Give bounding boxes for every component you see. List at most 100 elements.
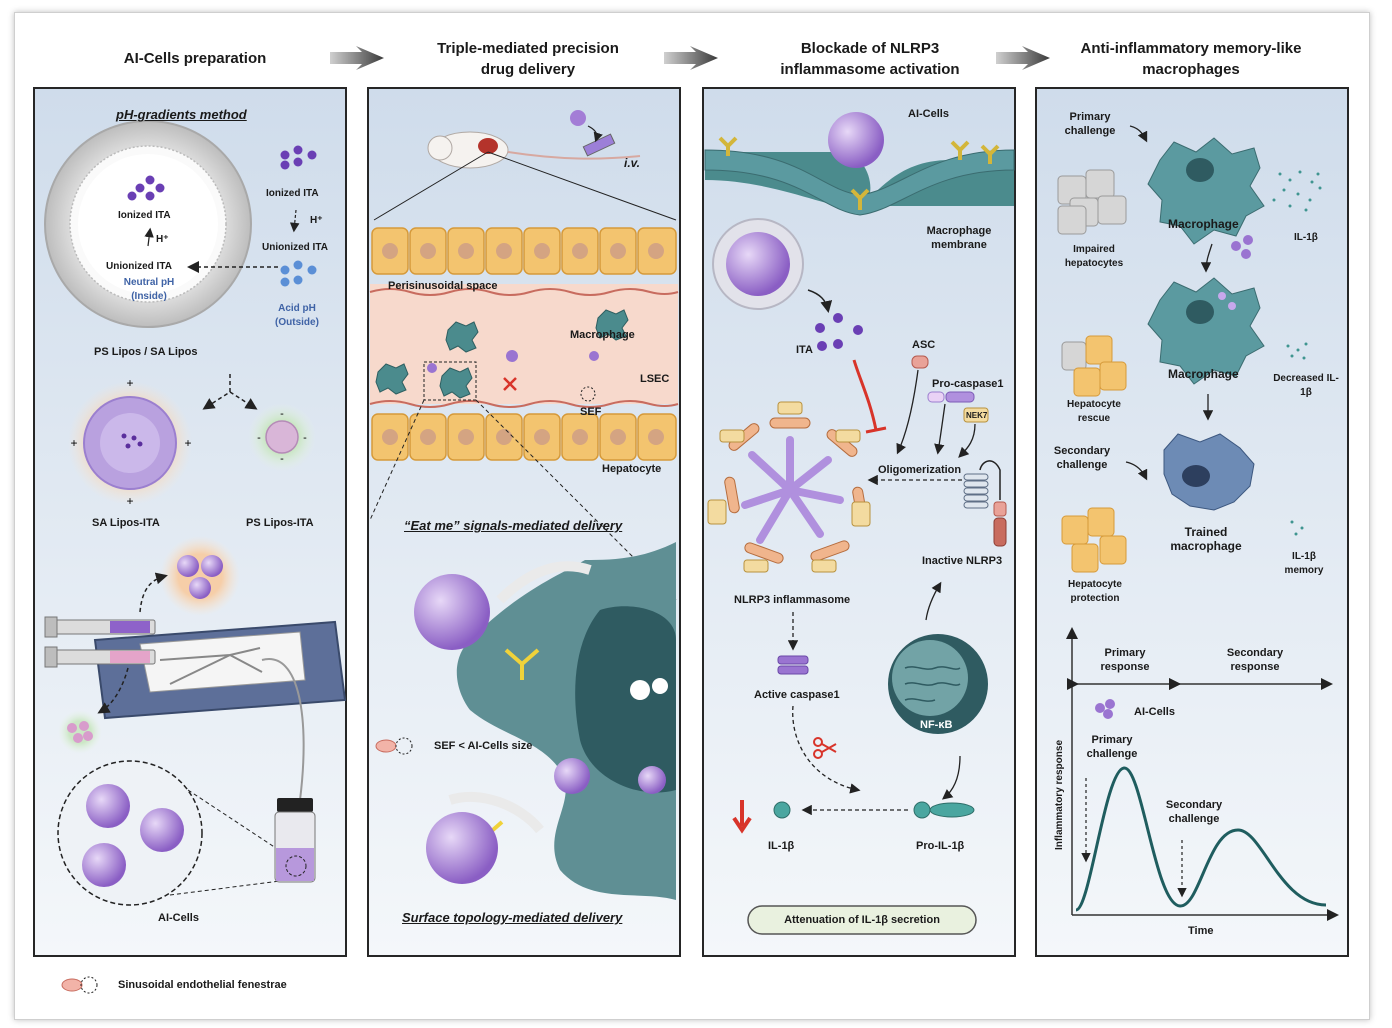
header-2-line1: Triple-mediated precision: [437, 40, 619, 57]
impaired-line1: Impaired: [1073, 244, 1115, 255]
neutral-ph-line1: Neutral pH: [123, 277, 175, 288]
secondary-challenge-line2: challenge: [1056, 459, 1108, 471]
graph-secondary-line1: Secondary: [1165, 799, 1223, 811]
graph-primary-line2: challenge: [1086, 748, 1138, 760]
macrophage-1: [1147, 137, 1265, 245]
primary-response-label: Primary response: [1092, 646, 1158, 674]
header-3: Blockade of NLRP3 inflammasome activatio…: [742, 38, 998, 80]
microfluidic-chip: [93, 620, 347, 856]
nfkb-label: NF-κB: [920, 719, 953, 731]
svg-text:-: -: [257, 432, 261, 444]
arrow-nucleus-up: [925, 581, 942, 621]
pro-caspase-graphic: [927, 391, 975, 403]
ai-cells-legend-p4: [1095, 699, 1115, 719]
impaired-hepatocytes-label: Impaired hepatocytes: [1052, 243, 1136, 271]
ionized-ita-inside: Ionized ITA: [118, 210, 171, 221]
syringe-top: [44, 616, 156, 638]
hep-protection-line1: Hepatocyte: [1068, 579, 1122, 590]
graph-secondary-challenge-label: Secondary challenge: [1158, 798, 1230, 826]
decreased-il1b-label: Decreased IL- 1β: [1268, 372, 1344, 400]
hepatocyte-row-bottom: [371, 413, 677, 461]
arrow-mac1-mac2: [1200, 243, 1213, 273]
oligomerization-label: Oligomerization: [878, 464, 962, 476]
surface-topology-title: Surface topology-mediated delivery: [402, 910, 623, 925]
primary-response-line1: Primary: [1104, 647, 1146, 659]
il1b-memory-line2: memory: [1284, 565, 1324, 576]
secondary-challenge-label: Secondary challenge: [1048, 444, 1116, 472]
decreased-line2: 1β: [1300, 387, 1312, 398]
pro-il1b-label: Pro-IL-1β: [916, 840, 965, 852]
perisinusoidal-label: Perisinusoidal space: [388, 280, 498, 292]
svg-text:+: +: [126, 494, 133, 508]
nlrp3-inflammasome-label: NLRP3 inflammasome: [734, 594, 851, 606]
ai-cells-cluster-p4: [1231, 235, 1253, 259]
ionized-ita-outside: Ionized ITA: [266, 188, 319, 199]
curve-arrow-up: [139, 572, 168, 613]
il1b-dots-3: [1290, 520, 1304, 536]
ai-cells-label-p1: AI-Cells: [158, 912, 199, 924]
receptors-membrane: [718, 136, 1000, 210]
split-arrows: [202, 374, 258, 410]
arrows-to-oligomerization: [896, 369, 976, 458]
macrophage-membrane-line1: Macrophage: [926, 225, 992, 237]
dashed-curve-caspase: [792, 705, 861, 794]
ps-lipos-ita-label: PS Lipos-ITA: [246, 517, 314, 529]
nfkb-nucleus: [888, 634, 988, 734]
trained-line1: Trained: [1184, 525, 1228, 539]
decreased-line1: Decreased IL-: [1273, 373, 1339, 384]
header-3-line2: inflammasome activation: [780, 61, 960, 78]
nek7-label: NEK7: [966, 411, 988, 420]
y-axis-label: Inflammatory response: [1054, 739, 1065, 851]
ita-molecules-p3: [815, 313, 863, 351]
syringe-bottom: [44, 646, 156, 668]
hepatocyte-rescue-label: Hepatocyte rescue: [1058, 398, 1130, 426]
lipos-label: PS Lipos / SA Lipos: [94, 346, 198, 358]
il1b-label-p4: IL-1β: [1294, 232, 1318, 243]
ai-cells-magnified-circle: [57, 760, 289, 906]
ai-cells-label-p4: AI-Cells: [1134, 706, 1175, 718]
hepatocyte-protection-label: Hepatocyte protection: [1058, 578, 1132, 606]
graph-primary-challenge-label: Primary challenge: [1080, 733, 1144, 761]
graph-primary-line1: Primary: [1091, 734, 1133, 746]
macrophage-2-label: Macrophage: [1168, 367, 1239, 381]
secondary-response-line1: Secondary: [1226, 647, 1284, 659]
sa-lipos-ita-graphic: + + + +: [68, 376, 192, 508]
svg-text:+: +: [126, 376, 133, 390]
lsec-label: LSEC: [640, 373, 670, 385]
secondary-response-line2: response: [1230, 661, 1280, 673]
impaired-hepatocytes: [1057, 169, 1127, 235]
large-macrophage: [448, 542, 676, 900]
ai-cell-vesicle: [712, 218, 804, 310]
h-plus-inside: H⁺: [156, 234, 169, 245]
red-down-arrow-icon: [732, 800, 752, 834]
header-4: Anti-inflammatory memory-like macrophage…: [1056, 38, 1326, 80]
h-plus-outside: H⁺: [310, 215, 323, 226]
header-arrow-1: [330, 46, 384, 70]
ps-lipos-ita-graphic: - - - -: [248, 403, 316, 471]
zoom-lines-macrophage: [369, 399, 677, 601]
zoom-box: [423, 361, 477, 401]
pro-caspase1-label: Pro-caspase1: [932, 378, 1004, 390]
hepatocyte-rescue: [1061, 335, 1127, 397]
arrow-secondary-challenge: [1125, 461, 1148, 481]
svg-text:-: -: [280, 408, 284, 420]
active-caspase1-label: Active caspase1: [754, 689, 840, 701]
eat-me-title: “Eat me” signals-mediated delivery: [404, 518, 623, 533]
perisinusoidal-band: [370, 284, 678, 404]
macrophage-small-group: [375, 309, 629, 399]
graph-secondary-line2: challenge: [1168, 813, 1220, 825]
sef-legend-icon: [375, 737, 413, 755]
header-4-line2: macrophages: [1142, 61, 1240, 78]
unionized-ita-cluster: [280, 260, 317, 287]
trained-macrophage-label: Trained macrophage: [1160, 525, 1252, 553]
macrophage-membrane: [704, 149, 1015, 216]
header-arrow-3: [996, 46, 1050, 70]
inhibition-tbar: [865, 426, 887, 434]
header-1-text: AI-Cells preparation: [123, 50, 267, 67]
il1b-graphic: [773, 801, 791, 819]
lsec-bottom: [369, 400, 679, 408]
neutral-ph: Neutral pH (Inside): [108, 276, 190, 304]
il1b-memory-label: IL-1β memory: [1276, 550, 1332, 578]
hepatocyte-label-p2: Hepatocyte: [602, 463, 662, 475]
